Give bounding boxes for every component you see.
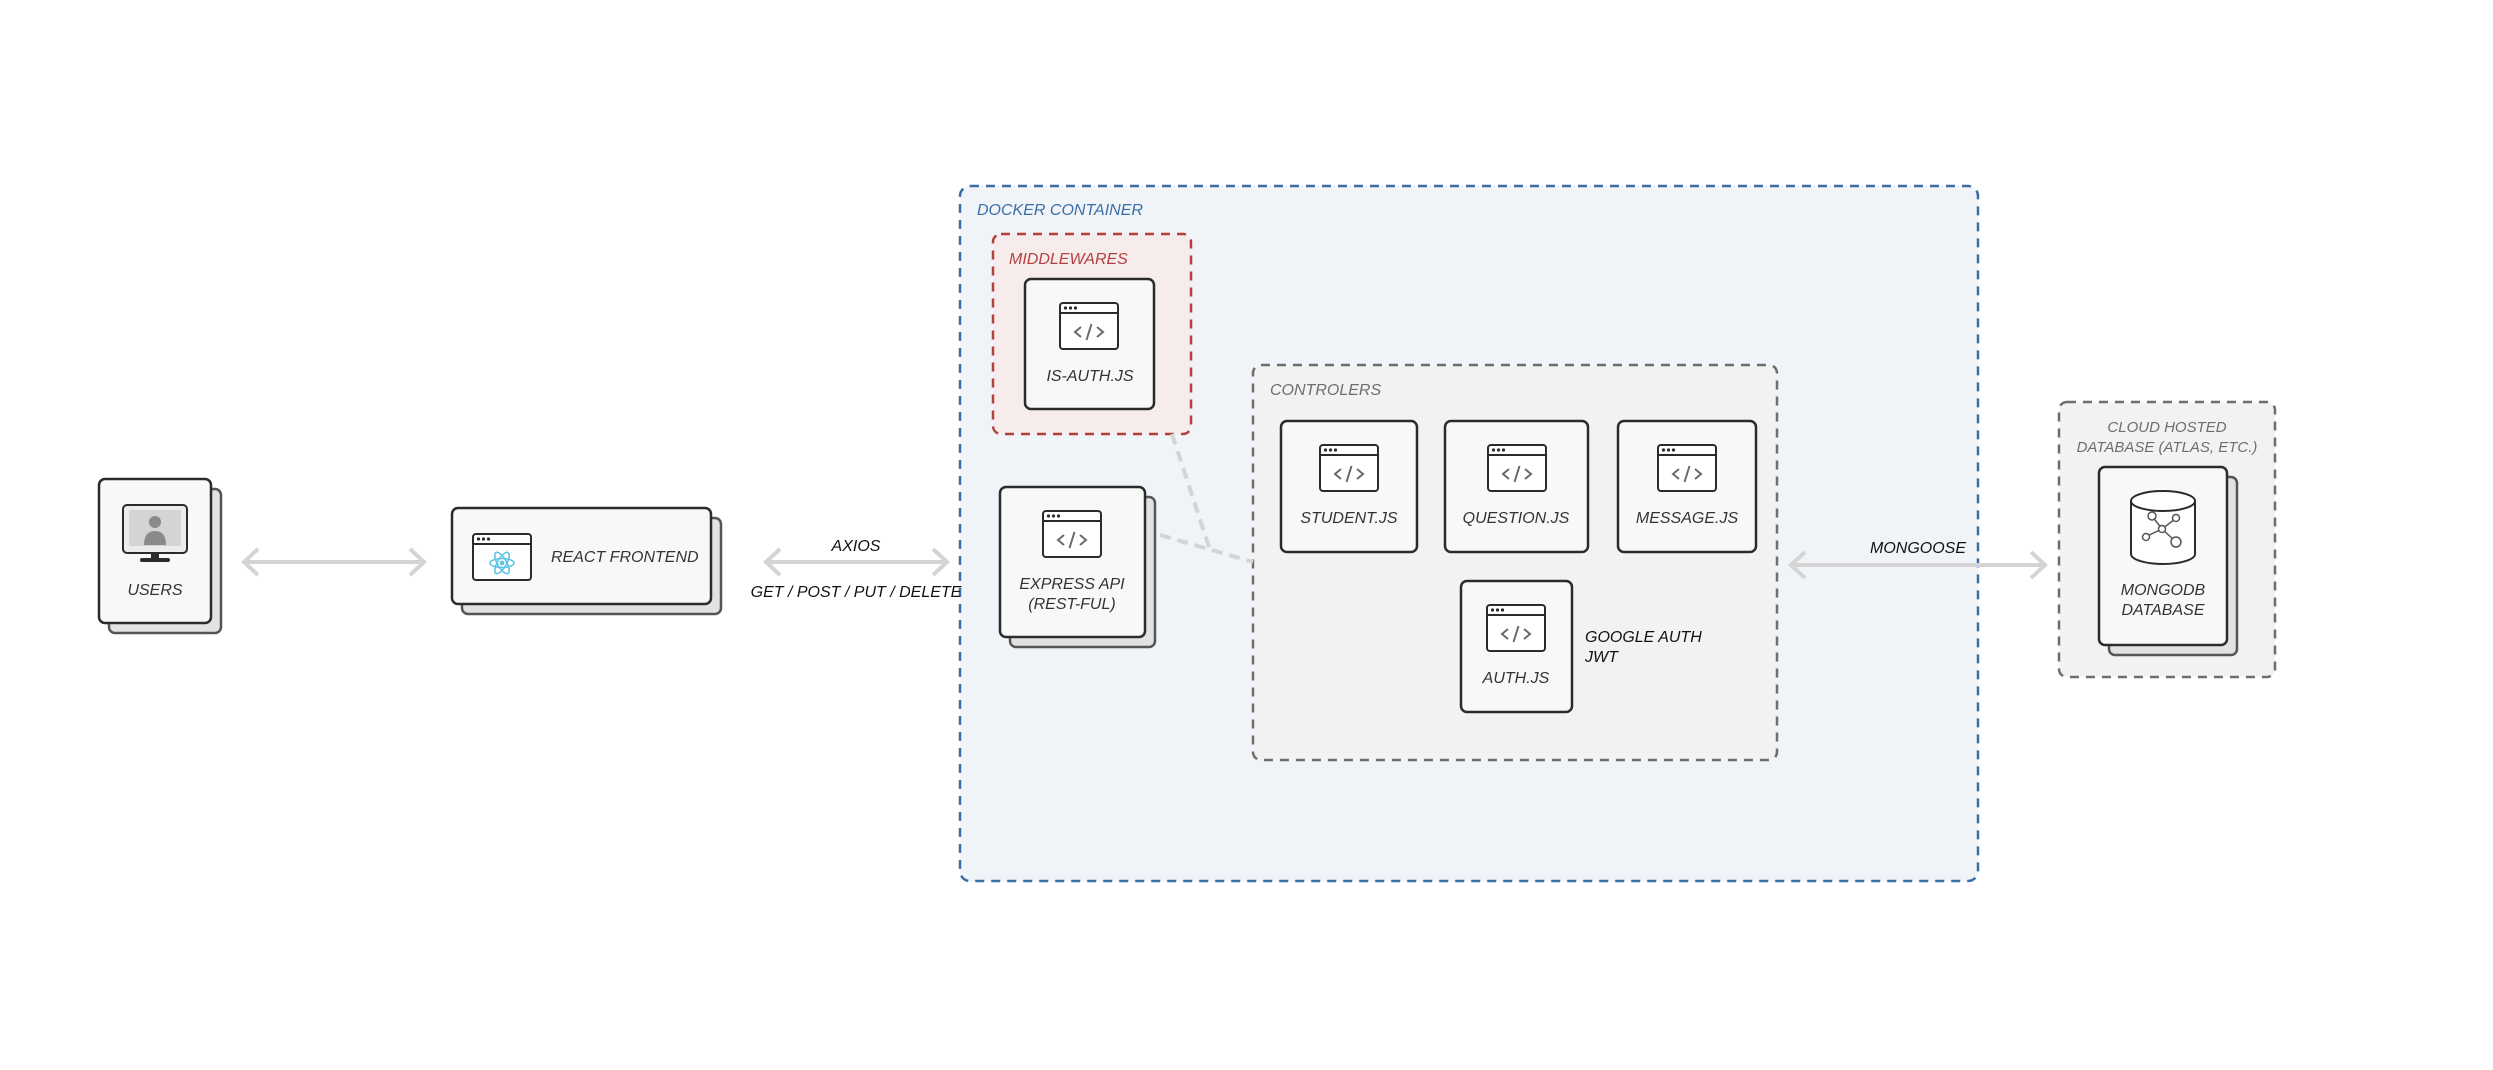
express-label-line2: (REST-FUL) [1028, 596, 1115, 613]
express-connections [1159, 433, 1254, 564]
message-label: MESSAGE.JS [1636, 510, 1739, 527]
react-frontend-node: REACT FRONTEND [450, 506, 723, 616]
mongodb-node: MONGODB DATABASE [2097, 465, 2239, 657]
message-controller-node: MESSAGE.JS [1616, 419, 1758, 554]
code-window-icon [1486, 604, 1546, 652]
cloud-label-line1: CLOUD HOSTED [2107, 419, 2226, 436]
is-auth-label: IS-AUTH.JS [1046, 368, 1133, 385]
users-node: USERS [97, 477, 223, 635]
users-label: USERS [127, 582, 182, 599]
code-window-icon [1487, 444, 1547, 492]
jwt-label: JWT [1584, 649, 1619, 666]
code-window-icon [1042, 510, 1102, 558]
mongodb-label-line1: MONGODB [2121, 582, 2206, 599]
user-monitor-icon [122, 504, 188, 562]
http-methods-label: GET / POST / PUT / DELETE [751, 584, 962, 601]
student-label: STUDENT.JS [1300, 510, 1398, 527]
code-window-icon [1319, 444, 1379, 492]
axios-label: AXIOS [831, 538, 881, 555]
express-label-line1: EXPRESS API [1019, 576, 1125, 593]
student-controller-node: STUDENT.JS [1279, 419, 1419, 554]
is-auth-node: IS-AUTH.JS [1023, 277, 1156, 411]
react-frontend-label: REACT FRONTEND [551, 549, 699, 566]
question-label: QUESTION.JS [1463, 510, 1570, 527]
arrow-controllers-database: MONGOOSE [1788, 540, 2048, 580]
google-auth-label: GOOGLE AUTH [1585, 629, 1702, 646]
mongoose-label: MONGOOSE [1870, 540, 1966, 557]
middlewares-label: MIDDLEWARES [1009, 251, 1128, 268]
auth-controller-node: AUTH.JS GOOGLE AUTH JWT [1459, 579, 1702, 714]
express-api-node: EXPRESS API (REST-FUL) [998, 485, 1157, 649]
controllers-label: CONTROLERS [1270, 382, 1381, 399]
question-controller-node: QUESTION.JS [1443, 419, 1590, 554]
mongodb-label-line2: DATABASE [2122, 602, 2205, 619]
docker-container-label: DOCKER CONTAINER [977, 202, 1143, 219]
code-window-icon [1059, 302, 1119, 350]
react-icon [472, 533, 532, 581]
arrow-users-frontend [241, 547, 427, 577]
arrow-frontend-express: AXIOS GET / POST / PUT / DELETE [751, 538, 962, 601]
code-window-icon [1657, 444, 1717, 492]
auth-label: AUTH.JS [1482, 670, 1550, 687]
cloud-label-line2: DATABASE (ATLAS, ETC.) [2077, 439, 2258, 456]
database-network-icon [2130, 490, 2196, 565]
